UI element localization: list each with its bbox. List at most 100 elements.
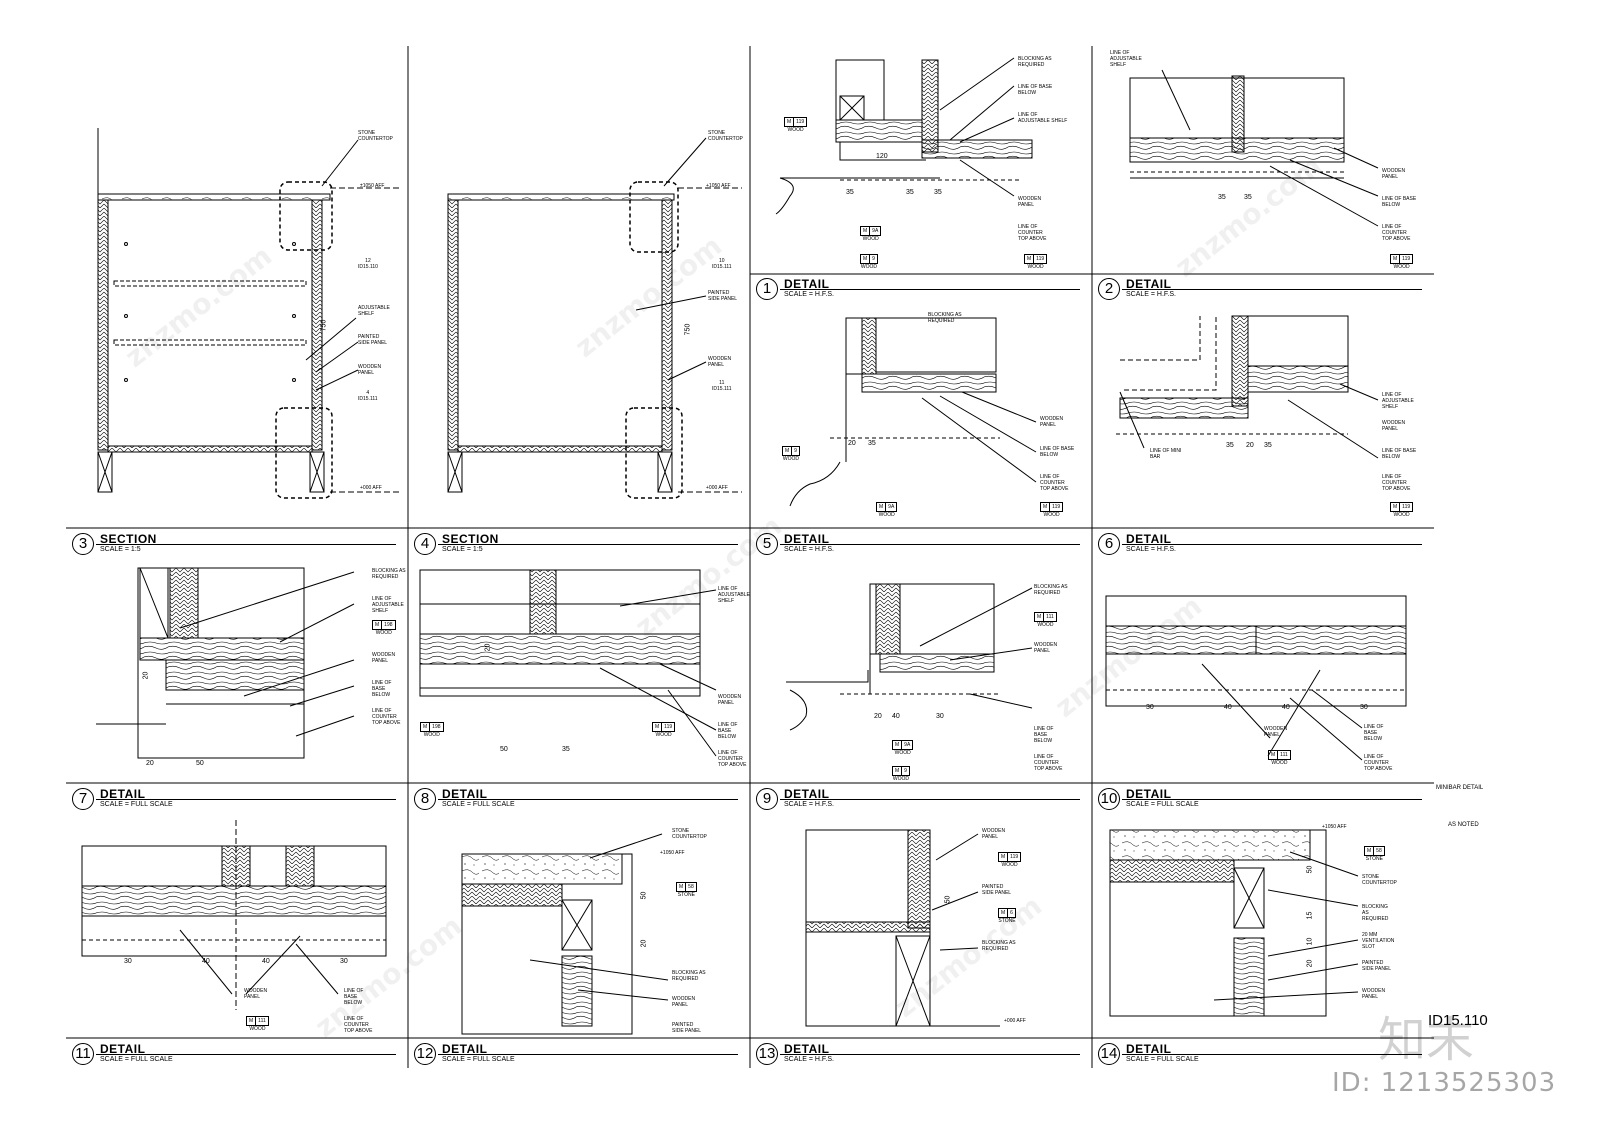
note-painted-side-panel: PAINTED SIDE PANEL	[358, 334, 388, 346]
detail-11-drawing	[81, 820, 387, 1010]
note-adjustable-shelf: ADJUSTABLE SHELF	[358, 305, 390, 317]
dim: 30	[124, 958, 132, 965]
dim: 40	[262, 958, 270, 965]
dim: 120	[876, 153, 888, 160]
note-stone-countertop: STONE COUNTERTOP	[708, 130, 743, 142]
panel-name: DETAIL	[1126, 532, 1172, 546]
note-wooden-panel: WOODEN PANEL	[672, 996, 696, 1008]
dim: 30	[936, 713, 944, 720]
note-line-base: LINE OF BASE BELOW	[372, 680, 392, 698]
dim: 50	[500, 746, 508, 753]
note-wooden-panel: WOODEN PANEL	[1018, 196, 1042, 208]
note-blocking: BLOCKING AS REQUIRED	[1034, 584, 1068, 596]
note-wooden-panel: WOODEN PANEL	[372, 652, 396, 664]
note-blocking: BLOCKING AS REQUIRED	[1362, 904, 1389, 922]
dim: 10	[1306, 937, 1314, 946]
panel-name: DETAIL	[1126, 277, 1172, 291]
panel-scale: SCALE = H.F.S.	[784, 291, 834, 298]
note-painted-side-panel: PAINTED SIDE PANEL	[982, 884, 1012, 896]
panel-scale: SCALE = FULL SCALE	[1126, 1056, 1199, 1063]
note-line-counter-top: LINE OF COUNTER TOP ABOVE	[372, 708, 401, 726]
panel-number: 10	[1098, 788, 1120, 810]
dim: 35	[1218, 194, 1226, 201]
panel-scale: SCALE = H.F.S.	[784, 1056, 834, 1063]
panel-scale: SCALE = H.F.S.	[784, 546, 834, 553]
panel-scale: SCALE = H.F.S.	[1126, 546, 1176, 553]
dim: 30	[1146, 704, 1154, 711]
dim: 35	[562, 746, 570, 753]
dim: 40	[1224, 704, 1232, 711]
panel-scale: SCALE = FULL SCALE	[100, 1056, 173, 1063]
note-painted-side-panel: PAINTED SIDE PANEL	[672, 1022, 702, 1034]
panel-number: 1	[756, 278, 778, 300]
dim: 20	[640, 939, 648, 948]
note-blocking: BLOCKING AS REQUIRED	[372, 568, 406, 580]
panel-name: SECTION	[442, 532, 499, 546]
detail-6-drawing	[1116, 315, 1379, 459]
dim: 30	[1360, 704, 1368, 711]
note-blocking: BLOCKING AS REQUIRED	[982, 940, 1016, 952]
dim: 20	[848, 440, 856, 447]
panel-scale: SCALE = FULL SCALE	[1126, 801, 1199, 808]
dim: 50	[640, 891, 648, 900]
note-line-base-below: LINE OF BASE BELOW	[1018, 84, 1053, 96]
panel-name: DETAIL	[100, 787, 146, 801]
panel-name: DETAIL	[784, 277, 830, 291]
note-wooden-panel: WOODEN PANEL	[1382, 420, 1406, 432]
note-line-mini-bar: LINE OF MINI BAR	[1150, 448, 1182, 460]
dim: 40	[1282, 704, 1290, 711]
dim: 30	[340, 958, 348, 965]
note-line-adjustable-shelf: LINE OF ADJUSTABLE SHELF	[1018, 112, 1068, 124]
panel-name: DETAIL	[1126, 1042, 1172, 1056]
level-bottom: +000 AFF	[1004, 1018, 1026, 1024]
dim: 50	[944, 895, 952, 904]
panel-scale: SCALE = H.F.S.	[784, 801, 834, 808]
section-3-drawing	[97, 128, 400, 499]
dim: 20	[1246, 442, 1254, 449]
panel-scale: SCALE = FULL SCALE	[100, 801, 173, 808]
note-wooden-panel: WOODEN PANEL	[358, 364, 382, 376]
note-line-base: LINE OF BASE BELOW	[344, 988, 364, 1006]
note-line-counter-top: LINE OF COUNTER TOP ABOVE	[344, 1016, 373, 1034]
panel-scale: SCALE = 1:5	[442, 546, 483, 553]
detail-8-drawing	[419, 569, 717, 757]
level-top: +1050 AFF	[706, 183, 731, 189]
panel-number: 14	[1098, 1043, 1120, 1065]
dim: 20	[146, 760, 154, 767]
note-line-base-below: LINE OF BASE BELOW	[1382, 448, 1417, 460]
panel-number: 2	[1098, 278, 1120, 300]
note-line-adjustable-shelf: LINE OF ADJUSTABLE SHELF	[1110, 50, 1142, 68]
panel-name: DETAIL	[784, 787, 830, 801]
note-line-counter-top: LINE OF COUNTER TOP ABOVE	[1382, 474, 1411, 492]
sheet-side-title: MINIBAR DETAIL	[1436, 785, 1484, 791]
panel-scale: SCALE = FULL SCALE	[442, 1056, 515, 1063]
dim: 50	[196, 760, 204, 767]
note-line-counter-top: LINE OF COUNTER TOP ABOVE	[1040, 474, 1069, 492]
panel-number: 12	[414, 1043, 436, 1065]
sheet-side-note: AS NOTED	[1448, 822, 1479, 828]
note-wooden-panel: WOODEN PANEL	[1264, 726, 1288, 738]
panel-name: DETAIL	[1126, 787, 1172, 801]
note-blocking: BLOCKING AS REQUIRED	[1018, 56, 1052, 68]
